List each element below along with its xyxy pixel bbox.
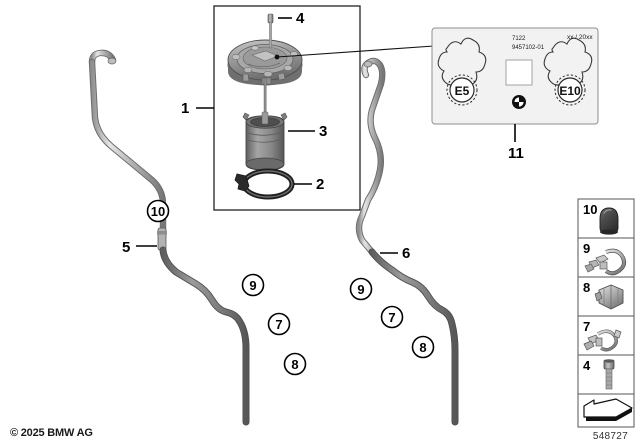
callout-circle-8-left: 8 <box>283 352 307 376</box>
callout-1-label: 1 <box>181 100 189 117</box>
legend-cell-9[interactable]: 9 <box>577 237 635 278</box>
label-blank-field <box>505 59 533 86</box>
hose-clamp-icon <box>594 284 624 310</box>
hose-bracket-clip-icon <box>583 329 622 352</box>
part-4-screw: 4 <box>267 10 305 49</box>
fuel-type-label-plate: E5 E10 7122 9457102-01 xx / 20xx <box>431 27 599 162</box>
e5-label: E5 <box>455 84 470 98</box>
callout-circle-9-right: 9 <box>349 277 373 301</box>
parts-legend-sidebar: 10 9 <box>577 198 635 428</box>
part-3-filter-canister: 3 <box>242 111 327 171</box>
label-part-number-line2: 9457102-01 <box>512 45 545 51</box>
legend-cell-7[interactable]: 7 <box>577 315 635 356</box>
callout-11-label: 11 <box>508 145 524 162</box>
callout-circle-7-right: 7 <box>380 305 404 329</box>
copyright-notice: © 2025 BMW AG <box>10 427 93 439</box>
legend-num-10: 10 <box>583 202 597 217</box>
hose-left-assembly: 5 10 9 7 8 <box>88 49 307 426</box>
diagram-id-label: 548727 <box>592 431 628 442</box>
callout-circle-10-left: 10 <box>146 199 170 223</box>
callout-2-label: 2 <box>316 176 324 193</box>
callout-10-label: 10 <box>151 204 165 219</box>
callout-4-label: 4 <box>296 10 305 27</box>
rubber-cap-icon <box>599 207 619 235</box>
legend-num-7: 7 <box>583 319 590 334</box>
e5-gear-badge: E5 <box>446 74 478 106</box>
callout-6-label: 6 <box>402 245 410 262</box>
hose-clamp-large-icon <box>584 248 627 276</box>
legend-cell-10[interactable]: 10 <box>577 198 635 239</box>
e10-label: E10 <box>559 84 581 98</box>
legend-cell-8[interactable]: 8 <box>577 276 635 317</box>
label-date-code: xx / 20xx <box>567 34 593 41</box>
hose-right-assembly: 6 9 7 8 <box>349 57 459 426</box>
callout-8-label-right: 8 <box>419 340 426 355</box>
legend-cell-direction[interactable] <box>577 393 635 428</box>
callout-8-label-left: 8 <box>291 357 298 372</box>
bmw-roundel-icon <box>512 95 526 109</box>
legend-num-9: 9 <box>583 241 590 256</box>
callout-7-label-right: 7 <box>388 310 395 325</box>
callout-circle-9-left: 9 <box>241 273 265 297</box>
legend-num-8: 8 <box>583 280 590 295</box>
label-part-number-line1: 7122 <box>512 36 526 42</box>
callout-circle-7-left: 7 <box>267 312 291 336</box>
callout-9-label-left: 9 <box>249 278 256 293</box>
legend-cell-4[interactable]: 4 <box>577 354 635 395</box>
callout-circle-8-right: 8 <box>411 335 435 359</box>
callout-5-label: 5 <box>122 239 130 256</box>
e10-gear-badge: E10 <box>554 74 586 106</box>
callout-3-label: 3 <box>319 123 327 140</box>
part-2-sealing-ring: 2 <box>234 168 324 200</box>
label-plate-leader <box>276 45 435 58</box>
hex-socket-screw-icon <box>603 359 615 390</box>
callout-7-label-left: 7 <box>275 317 282 332</box>
direction-arrow-icon <box>583 398 633 421</box>
callout-9-label-right: 9 <box>357 282 364 297</box>
legend-num-4: 4 <box>583 358 591 373</box>
